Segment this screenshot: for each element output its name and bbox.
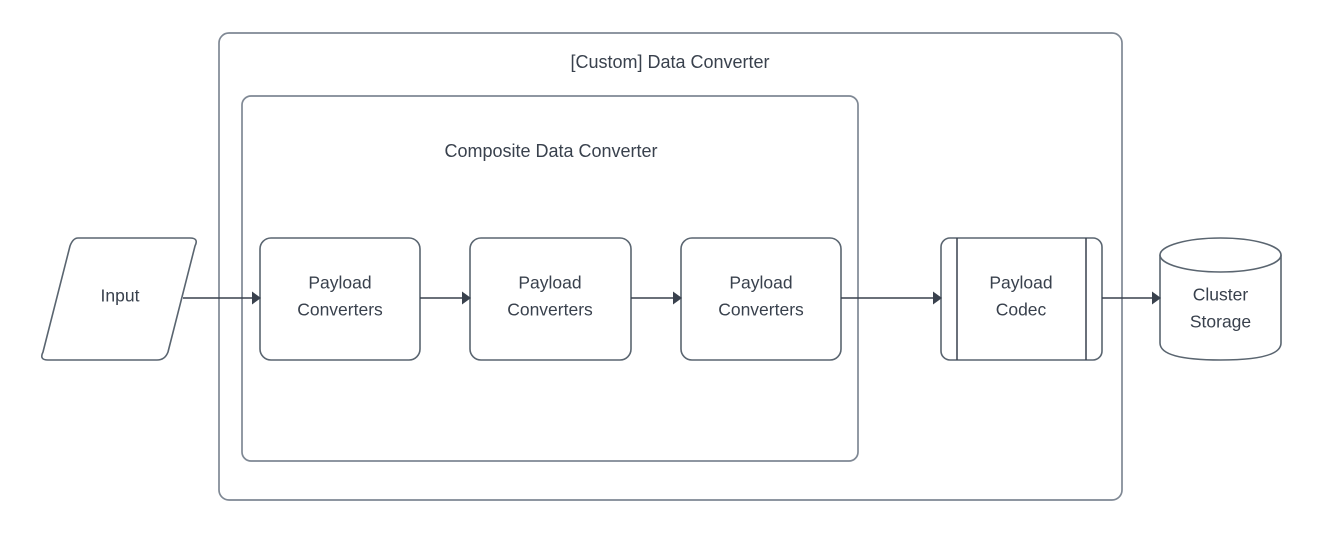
node-payload-converters-1-label-line2: Converters bbox=[297, 300, 383, 320]
node-payload-converters-1-label-line1: Payload bbox=[308, 273, 371, 293]
arrowhead-icon bbox=[673, 291, 682, 305]
edge-payload-converters-3-to-payload-codec bbox=[841, 291, 942, 305]
container-composite-data-converter-label: Composite Data Converter bbox=[444, 141, 657, 161]
arrowhead-icon bbox=[462, 291, 471, 305]
edge-payload-codec-to-cluster-storage bbox=[1102, 291, 1161, 305]
edge-payload-converters-2-to-3 bbox=[631, 291, 682, 305]
container-custom-data-converter[interactable] bbox=[218, 32, 1123, 501]
node-cluster-storage[interactable] bbox=[1159, 237, 1282, 361]
edge-payload-converters-1-to-2 bbox=[420, 291, 471, 305]
node-payload-converters-1[interactable] bbox=[259, 237, 421, 361]
arrowhead-icon bbox=[252, 291, 261, 305]
node-input-label: Input bbox=[101, 286, 140, 306]
node-payload-converters-3[interactable] bbox=[680, 237, 842, 361]
container-custom-data-converter-label: [Custom] Data Converter bbox=[570, 52, 769, 72]
node-payload-codec-label-line2: Codec bbox=[996, 300, 1047, 320]
container-composite-data-converter[interactable] bbox=[241, 95, 859, 462]
edge-input-to-payload-converters-1 bbox=[183, 291, 261, 305]
arrowhead-icon bbox=[933, 291, 942, 305]
node-cluster-storage-label-line1: Cluster bbox=[1193, 285, 1249, 305]
node-payload-converters-3-label-line2: Converters bbox=[718, 300, 804, 320]
node-payload-converters-2-label-line1: Payload bbox=[518, 273, 581, 293]
node-payload-codec[interactable] bbox=[940, 237, 1103, 361]
node-payload-converters-3-label-line1: Payload bbox=[729, 273, 792, 293]
node-input[interactable] bbox=[41, 237, 197, 361]
arrowhead-icon bbox=[1152, 291, 1161, 305]
node-payload-codec-label-line1: Payload bbox=[989, 273, 1052, 293]
node-payload-converters-2[interactable] bbox=[469, 237, 632, 361]
node-payload-converters-2-label-line2: Converters bbox=[507, 300, 593, 320]
node-cluster-storage-label-line2: Storage bbox=[1190, 312, 1251, 332]
